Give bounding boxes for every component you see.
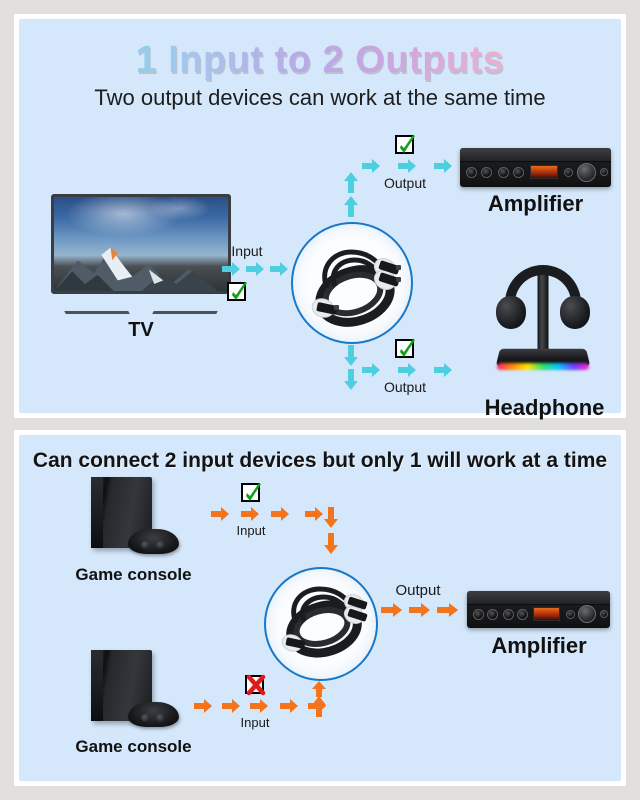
console-side-panel bbox=[90, 477, 103, 548]
check-icon bbox=[232, 282, 247, 300]
console1-status-badge bbox=[241, 483, 261, 502]
amplifier-caption: Amplifier bbox=[487, 191, 584, 216]
amplifier-icon-bottom bbox=[467, 591, 610, 628]
headphone-rgb-light bbox=[497, 362, 589, 370]
gamepad-stick-right bbox=[156, 541, 166, 549]
hub-up-arrows bbox=[344, 159, 358, 217]
optical-cable-hub-bottom bbox=[264, 567, 378, 681]
optical-cable-icon bbox=[311, 249, 401, 327]
gamepad-stick-left bbox=[141, 714, 151, 722]
optical-cable-icon bbox=[281, 586, 368, 658]
cross-icon bbox=[246, 674, 266, 696]
input-arrow-row bbox=[222, 262, 294, 276]
headphone-band bbox=[504, 265, 582, 303]
gamepad-icon bbox=[128, 529, 179, 555]
page-title: 1 Input to 2 Outputs bbox=[19, 39, 621, 82]
input-label: Input bbox=[231, 243, 263, 259]
gamepad-icon bbox=[128, 702, 179, 728]
tv-screen bbox=[51, 194, 231, 295]
output2-arrow-row bbox=[362, 363, 472, 377]
output1-label: Output bbox=[383, 175, 427, 191]
top-panel: 1 Input to 2 Outputs Two output devices … bbox=[14, 14, 626, 420]
bottom-panel: Can connect 2 input devices but only 1 w… bbox=[14, 430, 626, 786]
headphone-caption: Headphone bbox=[484, 395, 605, 420]
tv-wallpaper-icon bbox=[54, 247, 218, 292]
headphone-cup-left bbox=[495, 296, 527, 329]
check-icon bbox=[400, 135, 415, 153]
console2-up-arrows bbox=[312, 681, 326, 717]
console2-input-label: Input bbox=[240, 715, 270, 730]
output1-arrow-row bbox=[362, 159, 472, 173]
headphone-stand-post bbox=[537, 271, 549, 351]
tv-stand bbox=[65, 294, 216, 316]
amplifier-icon bbox=[460, 148, 611, 187]
check-icon bbox=[400, 339, 415, 357]
bottom-amplifier-caption: Amplifier bbox=[491, 633, 587, 658]
tv-caption: TV bbox=[128, 319, 154, 341]
amplifier-body bbox=[460, 148, 611, 187]
console2-caption: Game console bbox=[75, 737, 192, 756]
headphone-cup-right bbox=[559, 296, 591, 329]
output1-status-badge bbox=[395, 135, 415, 154]
bottom-panel-title: Can connect 2 input devices but only 1 w… bbox=[32, 449, 608, 472]
console1-input-label: Input bbox=[236, 523, 266, 538]
console1-down-arrows bbox=[324, 507, 338, 565]
game-console-icon-2 bbox=[73, 650, 183, 734]
bottom-output-arrow-row bbox=[381, 603, 465, 617]
amplifier-body bbox=[467, 591, 610, 628]
bottom-output-label: Output bbox=[395, 582, 441, 599]
page-subtitle: Two output devices can work at the same … bbox=[94, 85, 546, 110]
check-icon bbox=[246, 483, 261, 501]
amplifier-top bbox=[467, 591, 610, 605]
output2-status-badge bbox=[395, 339, 415, 358]
gamepad-stick-right bbox=[156, 714, 166, 722]
console1-caption: Game console bbox=[75, 565, 192, 584]
optical-cable-hub bbox=[291, 222, 413, 344]
headphone-icon bbox=[487, 263, 599, 373]
game-console-icon-1 bbox=[73, 477, 183, 561]
console-side-panel bbox=[90, 650, 103, 721]
tv-icon bbox=[51, 194, 231, 316]
gamepad-stick-left bbox=[141, 541, 151, 549]
console1-arrow-row bbox=[211, 507, 347, 521]
hub-down-arrows bbox=[344, 345, 358, 403]
output2-label: Output bbox=[383, 379, 427, 395]
input-status-badge bbox=[227, 282, 247, 301]
amplifier-face bbox=[460, 161, 611, 187]
amplifier-top bbox=[460, 148, 611, 163]
amplifier-face bbox=[467, 604, 610, 628]
console2-status-badge bbox=[245, 674, 266, 696]
